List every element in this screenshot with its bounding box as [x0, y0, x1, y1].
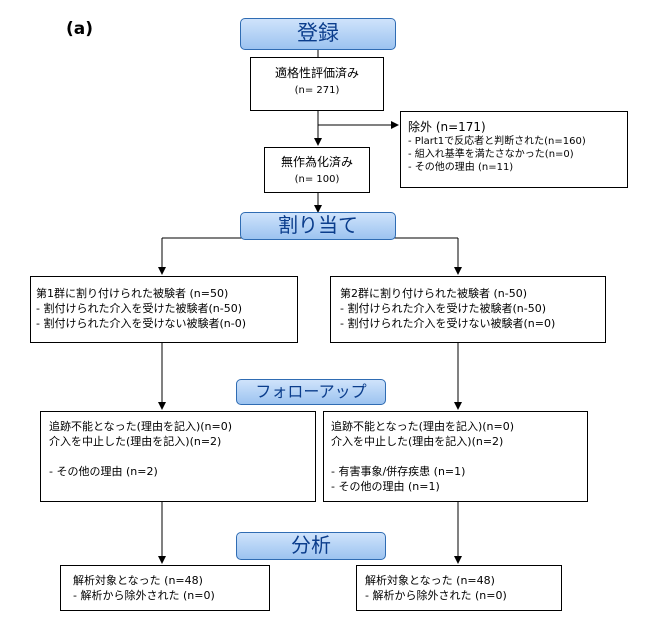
group1-followup-line: 介入を中止した(理由を記入)(n=2): [49, 435, 222, 448]
excluded-reason: - 組入れ基準を満たさなかった(n=0): [408, 149, 574, 160]
group1-analysis-line: 解析対象となった (n=48): [73, 574, 203, 587]
group2-allocation-line: - 割付けられた介入を受けた被験者(n-50): [340, 302, 546, 315]
group2-allocation-line: - 割付けられた介入を受けない被験者(n=0): [340, 317, 556, 330]
group2-analysis-line: 解析対象となった (n=48): [365, 574, 495, 587]
group1-allocation-box: 第1群に割り付けられた被験者 (n=50) - 割付けられた介入を受けた被験者(…: [30, 276, 298, 343]
group1-analysis-box: 解析対象となった (n=48) - 解析から除外された (n=0): [60, 565, 270, 611]
group2-allocation-line: 第2群に割り付けられた被験者 (n-50): [340, 287, 528, 300]
group2-allocation-box: 第2群に割り付けられた被験者 (n-50) - 割付けられた介入を受けた被験者(…: [330, 276, 606, 343]
group2-analysis-line: - 解析から除外された (n=0): [365, 589, 507, 602]
group2-followup-spacer: [331, 449, 587, 464]
excluded-reason: - その他の理由 (n=11): [408, 162, 514, 173]
group2-followup-line: - その他の理由 (n=1): [331, 480, 440, 493]
group2-followup-line: 追跡不能となった(理由を記入)(n=0): [331, 420, 515, 433]
excluded-box: 除外 (n=171) - Plart1で反応者と判断された(n=160) - 組…: [400, 111, 628, 188]
group2-followup-line: - 有害事象/併存疾患 (n=1): [331, 465, 466, 478]
assessed-count: (n= 271): [294, 85, 340, 96]
assessed-box: 適格性評価済み (n= 271): [250, 57, 384, 111]
randomized-box: 無作為化済み (n= 100): [264, 147, 370, 193]
group1-allocation-line: 第1群に割り付けられた被験者 (n=50): [36, 287, 229, 300]
group1-analysis-line: - 解析から除外された (n=0): [73, 589, 215, 602]
group2-followup-line: 介入を中止した(理由を記入)(n=2): [331, 435, 504, 448]
phase-allocation: 割り当て: [240, 212, 396, 240]
excluded-title: 除外 (n=171): [408, 120, 486, 134]
group1-allocation-line: - 割付けられた介入を受けない被験者(n-0): [36, 317, 246, 330]
group1-followup-box: 追跡不能となった(理由を記入)(n=0) 介入を中止した(理由を記入)(n=2)…: [40, 411, 316, 502]
group1-allocation-line: - 割付けられた介入を受けた被験者(n-50): [36, 302, 242, 315]
excluded-reason: - Plart1で反応者と判断された(n=160): [408, 136, 586, 147]
group2-analysis-box: 解析対象となった (n=48) - 解析から除外された (n=0): [356, 565, 562, 611]
randomized-title: 無作為化済み: [280, 155, 353, 169]
randomized-count: (n= 100): [294, 174, 340, 185]
group2-followup-box: 追跡不能となった(理由を記入)(n=0) 介入を中止した(理由を記入)(n=2)…: [323, 411, 588, 502]
phase-enrollment: 登録: [240, 18, 396, 50]
phase-followup: フォローアップ: [236, 379, 386, 405]
phase-analysis: 分析: [236, 532, 386, 560]
panel-label: (a): [66, 19, 94, 39]
assessed-title: 適格性評価済み: [274, 66, 359, 80]
group1-followup-spacer: [49, 449, 315, 464]
group1-followup-line: 追跡不能となった(理由を記入)(n=0): [49, 420, 233, 433]
group1-followup-line: - その他の理由 (n=2): [49, 465, 158, 478]
